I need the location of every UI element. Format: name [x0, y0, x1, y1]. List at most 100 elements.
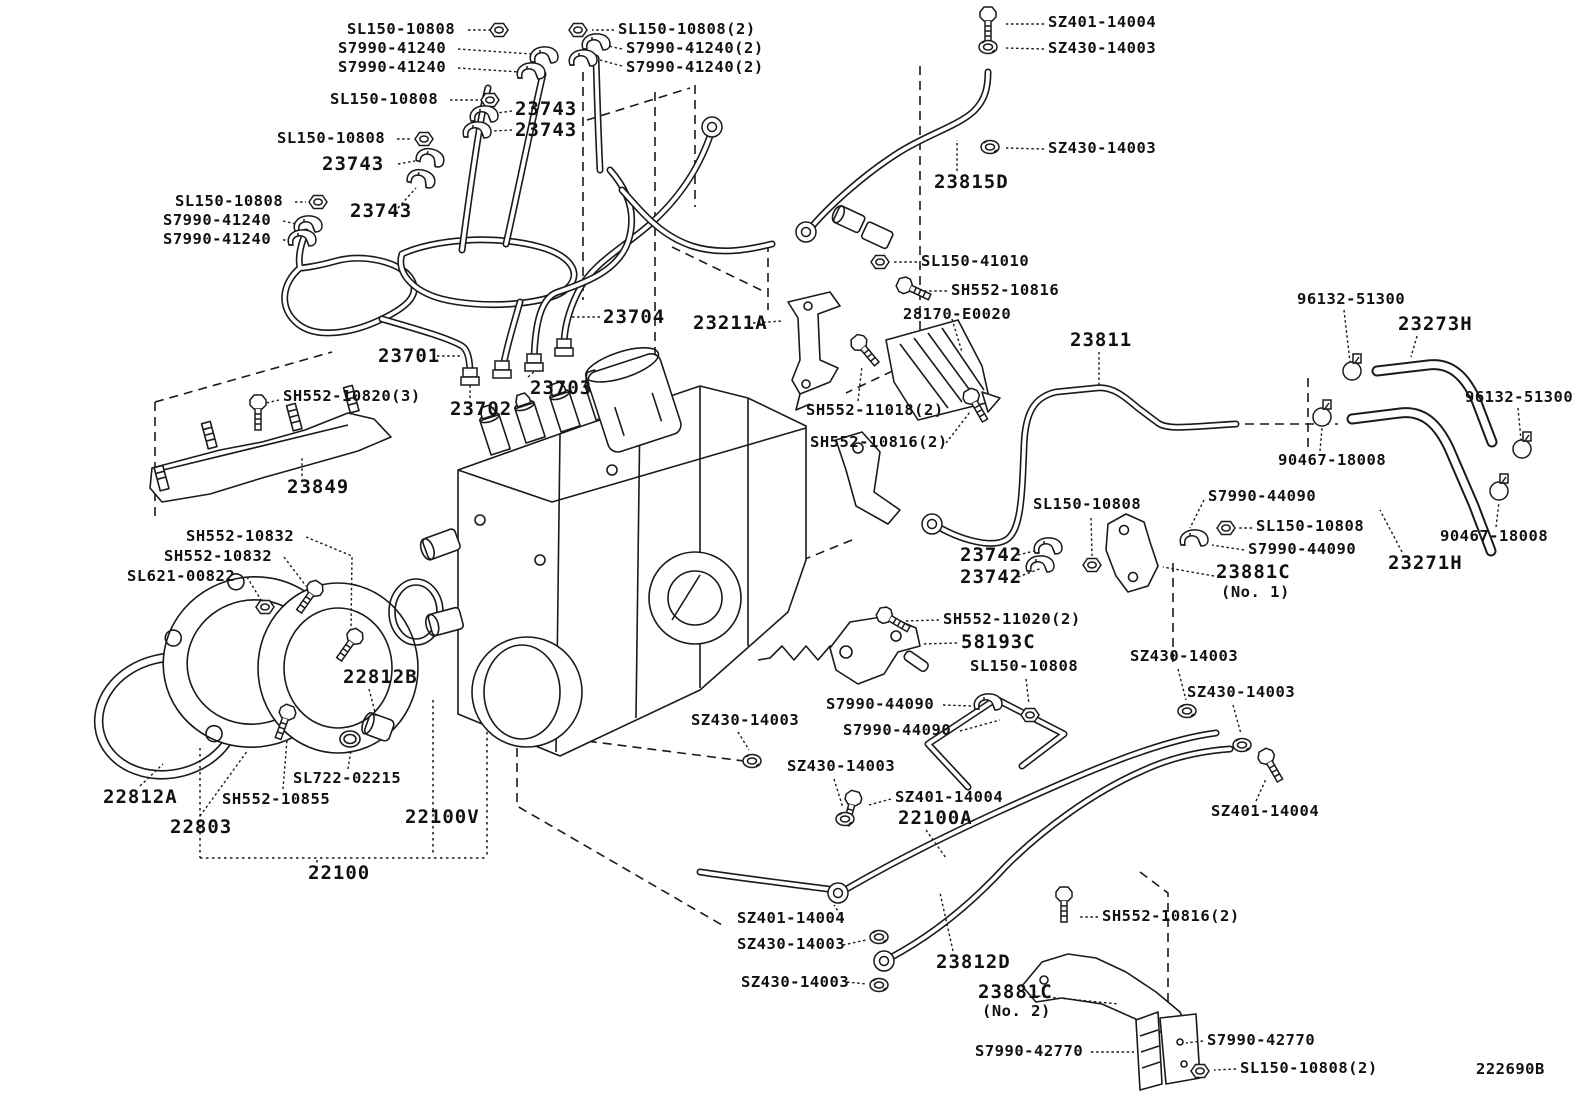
leader-line — [1037, 995, 1119, 1005]
leader-line — [1343, 309, 1351, 363]
part-label: SH552-11020(2) — [943, 610, 1081, 628]
leader-line — [493, 129, 513, 132]
diagram-line-art — [93, 54, 1498, 1091]
leader-line — [397, 187, 417, 209]
bolt-glyph — [979, 6, 997, 43]
part-label: SZ401-14004 — [1211, 802, 1320, 820]
hclamp-glyph — [1512, 431, 1532, 459]
leader-line — [527, 369, 537, 378]
part-label: SZ430-14003 — [787, 757, 896, 775]
part-label: SL150-41010 — [921, 252, 1030, 270]
hclamp-glyph — [1312, 399, 1332, 427]
part-label: 23881C — [1216, 561, 1291, 583]
bolt-glyph — [847, 331, 884, 370]
tube-core — [504, 72, 545, 246]
leader-line — [1005, 147, 1045, 150]
tube-core — [886, 747, 1232, 961]
union-glyph — [524, 353, 544, 372]
part-label: S7990-44090 — [843, 721, 952, 739]
leader-line — [868, 798, 892, 806]
part-label: 90467-18008 — [1278, 451, 1387, 469]
nut-glyph — [1190, 1063, 1210, 1079]
leader-line — [1211, 544, 1245, 551]
leader-line — [1189, 499, 1205, 529]
leader-line — [1379, 509, 1403, 553]
leader-line — [282, 739, 288, 790]
part-label: SH552-11018(2) — [806, 401, 944, 419]
nut-glyph — [308, 194, 328, 210]
leader-line — [347, 749, 352, 770]
washer-glyph — [835, 811, 855, 827]
part-label: 90467-18008 — [1440, 527, 1549, 545]
part-label: S7990-41240 — [163, 230, 272, 248]
leader-line — [457, 67, 521, 73]
part-label: SL150-10808 — [1033, 495, 1142, 513]
part-label: SZ401-14004 — [1048, 13, 1157, 31]
part-label: S7990-42770 — [1207, 1031, 1316, 1049]
tube-core — [841, 731, 1218, 893]
hclamp-glyph — [1342, 353, 1362, 381]
part-label: S7990-44090 — [1248, 540, 1357, 558]
part-label: 23701 — [378, 345, 441, 367]
part-label: 23742 — [960, 566, 1023, 588]
part-label: SZ430-14003 — [737, 935, 846, 953]
leader-line — [925, 829, 947, 859]
part-label: 28170-E0020 — [903, 305, 1012, 323]
banjo-glyph — [921, 513, 943, 535]
nut-glyph — [1216, 520, 1236, 536]
part-label: 23881C — [978, 981, 1053, 1003]
leader-line — [199, 749, 249, 817]
part-label: SZ430-14003 — [1187, 683, 1296, 701]
leader-line — [1255, 778, 1267, 802]
leader-line — [921, 642, 958, 645]
banjo-glyph — [795, 221, 817, 243]
part-label: 23271H — [1388, 552, 1463, 574]
part-label: 22812A — [103, 786, 178, 808]
part-label: 23702 — [450, 398, 513, 420]
washer-glyph — [1232, 737, 1252, 753]
part-label: 23812D — [936, 951, 1011, 973]
leader-line — [842, 939, 867, 946]
part-label: 23743 — [322, 153, 385, 175]
part-label: (No. 1) — [1221, 583, 1290, 601]
part-label: 23743 — [515, 98, 578, 120]
nut-glyph — [1020, 707, 1040, 723]
tube-core — [806, 70, 990, 233]
part-label: SL150-10808(2) — [1240, 1059, 1378, 1077]
leader-line — [903, 619, 940, 622]
part-label: S7990-42770 — [975, 1042, 1084, 1060]
leader-line — [1177, 668, 1187, 701]
leader-line — [857, 365, 863, 402]
banjo-glyph — [827, 882, 849, 904]
part-label: SZ430-14003 — [1130, 647, 1239, 665]
clip-glyph — [516, 62, 546, 80]
leader-line — [139, 763, 164, 787]
part-label: S7990-44090 — [1208, 487, 1317, 505]
tube-core — [562, 128, 714, 348]
part-label: SZ430-14003 — [1048, 39, 1157, 57]
part-label: 23211A — [693, 312, 768, 334]
part-label: 58193C — [961, 631, 1036, 653]
part-label: SZ401-14004 — [895, 788, 1004, 806]
part-label: 23743 — [515, 119, 578, 141]
part-label: S7990-41240 — [338, 39, 447, 57]
part-label: SL150-10808 — [330, 90, 439, 108]
clip-glyph — [1025, 555, 1055, 573]
washer-glyph — [980, 139, 1000, 155]
union-glyph — [554, 338, 574, 357]
washer-glyph — [1177, 703, 1197, 719]
part-label: SH552-10832 — [186, 527, 295, 545]
nut-glyph — [568, 22, 588, 38]
leader-line — [282, 220, 297, 225]
clip-glyph — [405, 165, 438, 191]
tube-core — [933, 385, 1238, 546]
nut-glyph — [870, 254, 890, 270]
part-label: SL150-10808 — [175, 192, 284, 210]
part-label: S7990-41240 — [338, 58, 447, 76]
part-label: 96132-51300 — [1297, 290, 1406, 308]
union-glyph — [492, 360, 512, 379]
part-label: S7990-41240(2) — [626, 39, 764, 57]
tube-core — [620, 188, 774, 253]
leader-line — [1213, 1068, 1237, 1071]
